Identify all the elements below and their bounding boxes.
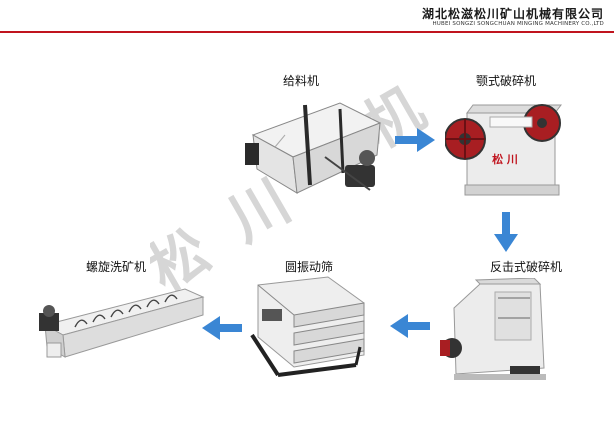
arrow-icon (390, 314, 430, 338)
feeder-machine (245, 95, 385, 200)
jaw-crusher-brand: 松 川 (492, 152, 518, 166)
spiral-washer-label: 螺旋洗矿机 (86, 258, 146, 275)
impact-crusher-machine (440, 278, 550, 383)
jaw-crusher-label: 颚式破碎机 (476, 72, 536, 89)
jaw-crusher-machine: 松 川 (445, 95, 565, 205)
feeder-label: 给料机 (283, 72, 319, 89)
arrow-icon (395, 128, 435, 152)
company-name-en: HUBEI SONGZI SONGCHUAN MINGING MACHINERY… (432, 21, 604, 27)
vibrating-screen-machine (248, 275, 368, 385)
arrow-icon (202, 316, 242, 340)
spiral-washer-machine (35, 285, 205, 365)
impact-crusher-label: 反击式破碎机 (490, 258, 562, 275)
arrow-icon (494, 212, 518, 252)
company-name-cn: 湖北松滋松川矿山机械有限公司 (422, 5, 604, 22)
vibrating-screen-label: 圆振动筛 (285, 258, 333, 275)
page-header: 湖北松滋松川矿山机械有限公司 HUBEI SONGZI SONGCHUAN MI… (0, 0, 614, 36)
header-divider (0, 31, 614, 33)
